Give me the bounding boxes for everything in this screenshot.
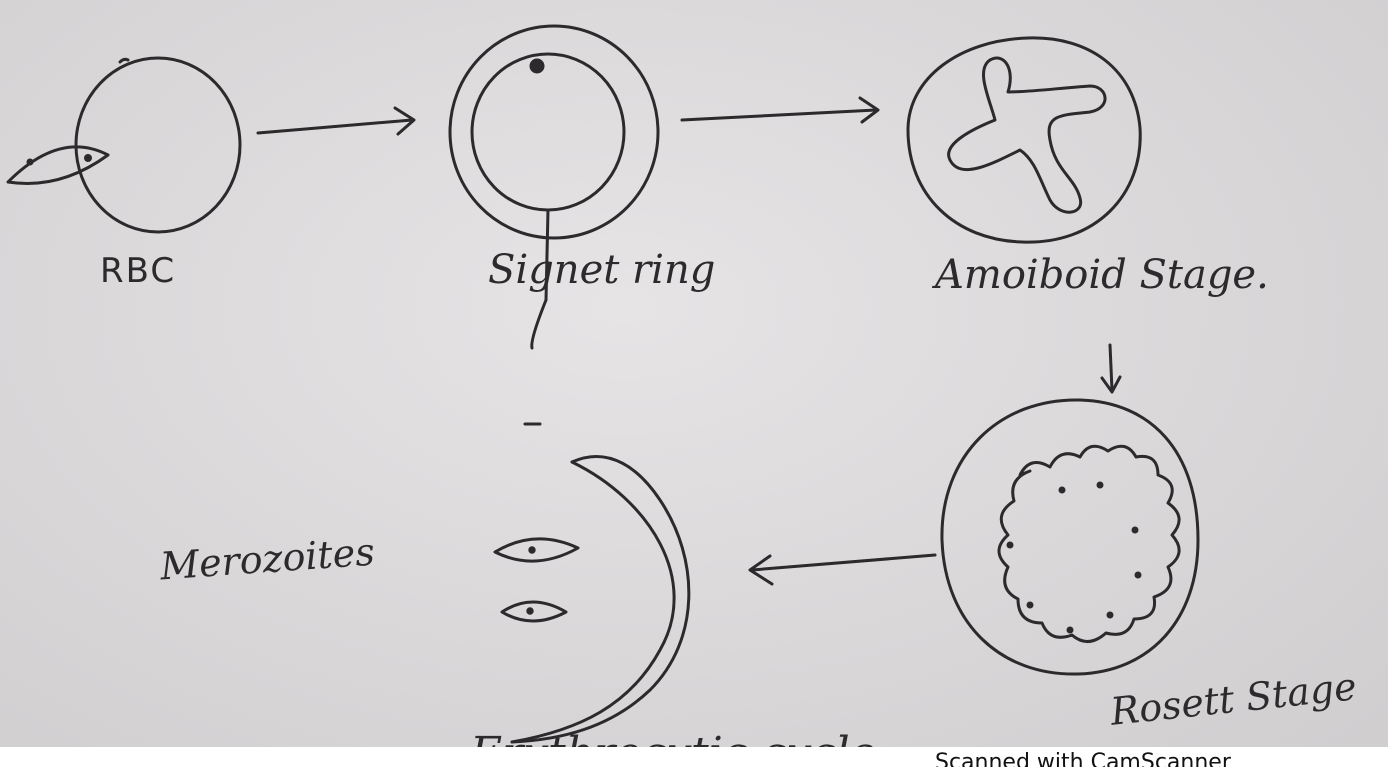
signet-ring-label: Signet ring bbox=[488, 250, 715, 290]
arrow-signet-to-amoeboid bbox=[682, 98, 878, 122]
scanner-watermark: Scanned with CamScanner bbox=[935, 752, 1231, 767]
amoeboid-stage-cell bbox=[908, 38, 1140, 242]
amoeboid-stage-label: Amoiboid Stage. bbox=[935, 255, 1269, 295]
ruptured-membrane bbox=[512, 456, 689, 742]
rosette-stage-cell bbox=[942, 400, 1198, 674]
arrow-amoeboid-to-rosette bbox=[1102, 345, 1120, 392]
merozoite-2 bbox=[502, 602, 566, 621]
rbc-label: RBC bbox=[100, 254, 176, 288]
arrow-rbc-to-signet bbox=[258, 108, 414, 134]
merozoite-1 bbox=[495, 539, 578, 561]
entering-merozoite bbox=[8, 147, 108, 184]
rbc-cell bbox=[76, 58, 240, 232]
arrow-rosette-to-merozoites bbox=[750, 555, 935, 584]
signet-ring-cell bbox=[450, 26, 658, 348]
